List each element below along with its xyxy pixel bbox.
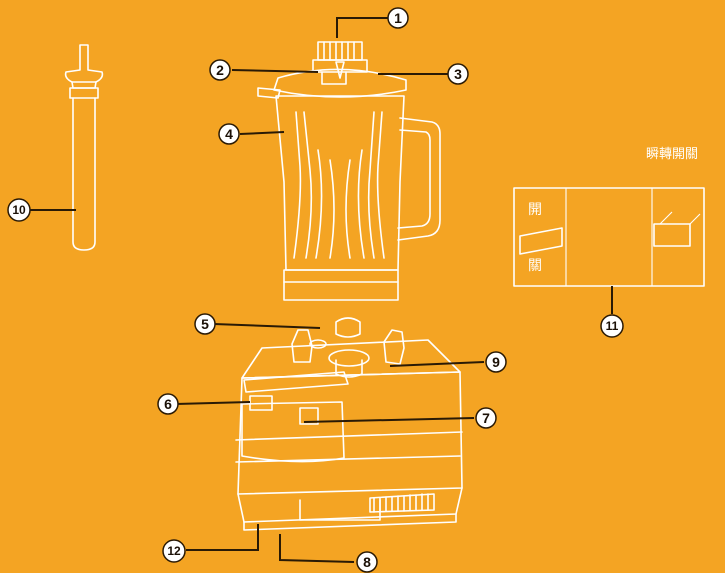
callout-5: 5: [195, 314, 215, 334]
off-label: 關: [528, 258, 542, 274]
on-label: 開: [528, 202, 542, 218]
tamper: [66, 45, 103, 250]
callout-10: 10: [8, 199, 30, 221]
svg-text:7: 7: [482, 410, 490, 426]
svg-text:5: 5: [201, 316, 209, 332]
svg-text:4: 4: [225, 126, 233, 142]
motor-base: [236, 340, 462, 530]
svg-text:6: 6: [164, 396, 172, 412]
switch-panel-detail: 開 關 瞬轉開關: [514, 147, 704, 286]
callout-7: 7: [476, 408, 496, 428]
callout-11: 11: [601, 315, 623, 337]
callout-8: 8: [357, 552, 377, 572]
svg-text:12: 12: [167, 544, 181, 558]
callout-1: 1: [388, 8, 408, 28]
jar-lid: [274, 62, 406, 97]
svg-text:2: 2: [216, 62, 224, 78]
svg-text:8: 8: [363, 554, 371, 570]
leader-lines: [30, 18, 612, 562]
callout-3: 3: [448, 64, 468, 84]
svg-text:3: 3: [454, 66, 462, 82]
blender-illustration: [236, 42, 462, 530]
callout-2: 2: [210, 60, 230, 80]
callout-4: 4: [219, 124, 239, 144]
svg-text:1: 1: [394, 10, 402, 26]
lid-plug: [313, 42, 367, 72]
callout-9: 9: [486, 352, 506, 372]
callout-12: 12: [163, 540, 185, 562]
pulse-switch-label: 瞬轉開關: [646, 147, 698, 162]
svg-text:11: 11: [606, 319, 619, 333]
svg-text:9: 9: [492, 354, 500, 370]
callout-6: 6: [158, 394, 178, 414]
svg-text:10: 10: [12, 203, 26, 217]
blender-jar: [258, 88, 440, 300]
